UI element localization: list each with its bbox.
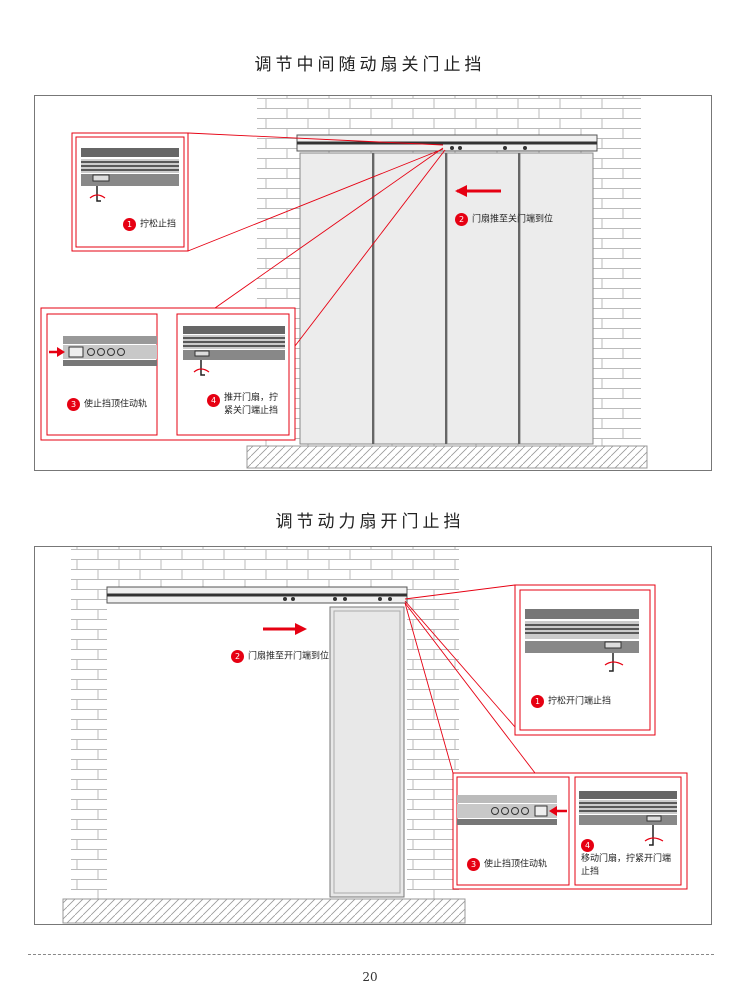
section1-title: 调节中间随动扇关门止挡	[254, 55, 486, 75]
door-leaf	[329, 606, 405, 898]
door-leaf	[373, 152, 448, 445]
hex-key-icon	[649, 825, 654, 846]
hex-key-icon	[609, 653, 614, 672]
section2-title: 调节动力扇开门止挡	[275, 512, 465, 532]
floor-hatch	[246, 445, 648, 469]
hex-key-icon	[96, 186, 101, 202]
door-leaf	[519, 152, 594, 445]
floor-hatch	[62, 898, 466, 924]
section2-diagram	[62, 547, 688, 924]
page-number: 20	[362, 970, 378, 984]
door-leaf	[446, 152, 521, 445]
page-divider	[28, 954, 714, 955]
hex-key-icon	[200, 360, 205, 376]
door-leaf	[299, 152, 374, 445]
detail-box-1	[514, 584, 656, 736]
section1-diagram	[40, 96, 648, 469]
